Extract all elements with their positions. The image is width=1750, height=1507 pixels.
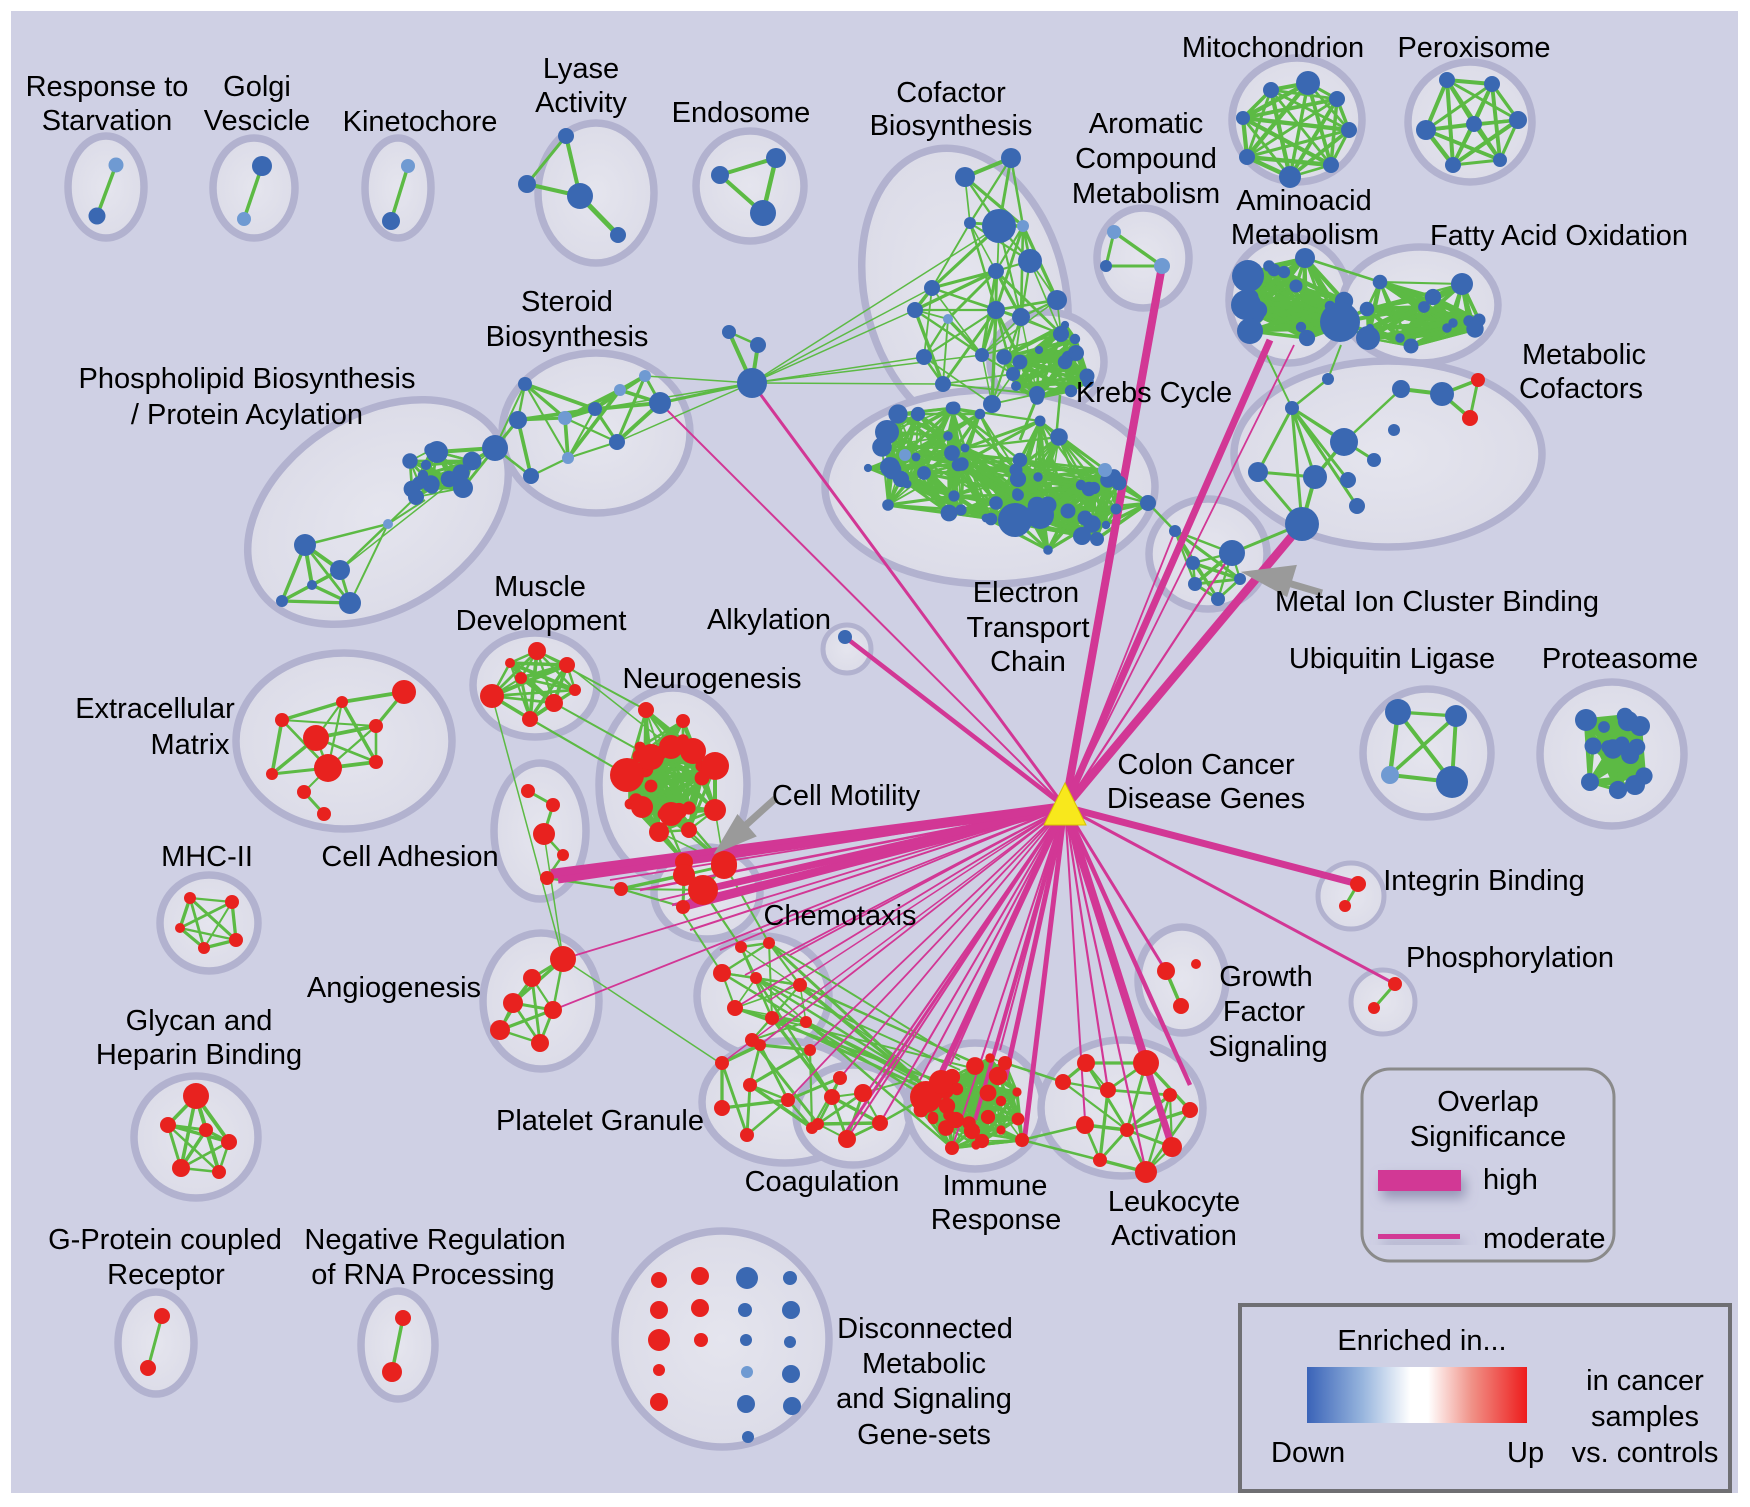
svg-text:Vescicle: Vescicle: [204, 105, 310, 137]
svg-text:Significance: Significance: [1410, 1121, 1566, 1153]
svg-text:Cell Motility: Cell Motility: [772, 780, 921, 812]
svg-text:Colon Cancer: Colon Cancer: [1117, 749, 1295, 781]
svg-text:Coagulation: Coagulation: [745, 1166, 900, 1198]
svg-text:Starvation: Starvation: [42, 105, 173, 137]
svg-text:Receptor: Receptor: [107, 1259, 225, 1291]
svg-text:and Signaling: and Signaling: [836, 1383, 1012, 1415]
svg-text:Disease Genes: Disease Genes: [1107, 783, 1305, 815]
svg-text:Development: Development: [456, 605, 627, 637]
svg-text:Biosynthesis: Biosynthesis: [870, 110, 1033, 142]
svg-text:Golgi: Golgi: [223, 71, 291, 103]
svg-text:Matrix: Matrix: [151, 729, 230, 761]
svg-text:Down: Down: [1271, 1437, 1345, 1469]
svg-text:Electron: Electron: [973, 577, 1079, 609]
svg-text:moderate: moderate: [1483, 1223, 1606, 1255]
svg-text:samples: samples: [1591, 1401, 1699, 1433]
svg-text:Activation: Activation: [1111, 1220, 1237, 1252]
svg-text:Aminoacid: Aminoacid: [1236, 185, 1371, 217]
svg-text:Neurogenesis: Neurogenesis: [623, 663, 802, 695]
svg-text:Platelet Granule: Platelet Granule: [496, 1105, 704, 1137]
svg-text:Cell Adhesion: Cell Adhesion: [321, 841, 498, 873]
svg-text:Heparin Binding: Heparin Binding: [96, 1039, 302, 1071]
svg-text:Extracellular: Extracellular: [75, 693, 235, 725]
svg-text:Up: Up: [1507, 1437, 1544, 1469]
svg-text:Lyase: Lyase: [543, 53, 619, 85]
svg-text:Krebs Cycle: Krebs Cycle: [1076, 377, 1232, 409]
svg-text:Ubiquitin Ligase: Ubiquitin Ligase: [1289, 643, 1495, 675]
svg-text:of RNA Processing: of RNA Processing: [311, 1259, 554, 1291]
svg-text:Response to: Response to: [26, 71, 189, 103]
svg-text:Metabolism: Metabolism: [1231, 219, 1379, 251]
svg-text:Metabolic: Metabolic: [1522, 339, 1646, 371]
svg-text:Compound: Compound: [1075, 143, 1217, 175]
svg-text:high: high: [1483, 1164, 1538, 1196]
svg-text:Glycan and: Glycan and: [126, 1005, 273, 1037]
svg-text:in cancer: in cancer: [1586, 1365, 1704, 1397]
svg-text:Cofactor: Cofactor: [896, 77, 1006, 109]
svg-text:Transport: Transport: [966, 612, 1089, 644]
svg-text:Chain: Chain: [990, 646, 1066, 678]
svg-text:Kinetochore: Kinetochore: [343, 106, 498, 138]
svg-text:Gene-sets: Gene-sets: [857, 1419, 991, 1451]
svg-text:MHC-II: MHC-II: [161, 841, 253, 873]
svg-text:Overlap: Overlap: [1437, 1086, 1539, 1118]
svg-text:G-Protein coupled: G-Protein coupled: [48, 1224, 282, 1256]
svg-text:Metabolism: Metabolism: [1072, 178, 1220, 210]
svg-text:Alkylation: Alkylation: [707, 604, 831, 636]
svg-text:Proteasome: Proteasome: [1542, 643, 1698, 675]
svg-text:Metabolic: Metabolic: [862, 1348, 986, 1380]
svg-text:Peroxisome: Peroxisome: [1397, 32, 1550, 64]
svg-text:Endosome: Endosome: [672, 97, 811, 129]
svg-text:/ Protein Acylation: / Protein Acylation: [131, 399, 363, 431]
svg-text:Phosphorylation: Phosphorylation: [1406, 942, 1614, 974]
svg-text:Activity: Activity: [535, 87, 627, 119]
svg-text:Immune: Immune: [943, 1170, 1048, 1202]
svg-text:Muscle: Muscle: [494, 571, 586, 603]
svg-text:Response: Response: [931, 1204, 1062, 1236]
svg-text:vs. controls: vs. controls: [1572, 1437, 1719, 1469]
svg-text:Chemotaxis: Chemotaxis: [763, 900, 916, 932]
svg-text:Enriched in...: Enriched in...: [1337, 1325, 1506, 1357]
svg-text:Disconnected: Disconnected: [837, 1313, 1013, 1345]
svg-text:Angiogenesis: Angiogenesis: [307, 972, 481, 1004]
svg-text:Integrin Binding: Integrin Binding: [1383, 865, 1585, 897]
svg-text:Fatty Acid Oxidation: Fatty Acid Oxidation: [1430, 220, 1688, 252]
svg-text:Cofactors: Cofactors: [1519, 373, 1643, 405]
svg-text:Mitochondrion: Mitochondrion: [1182, 32, 1364, 64]
svg-text:Biosynthesis: Biosynthesis: [486, 321, 649, 353]
svg-text:Growth: Growth: [1219, 961, 1312, 993]
svg-text:Metal Ion Cluster Binding: Metal Ion Cluster Binding: [1275, 586, 1599, 618]
svg-text:Phospholipid Biosynthesis: Phospholipid Biosynthesis: [79, 363, 416, 395]
svg-text:Negative Regulation: Negative Regulation: [304, 1224, 565, 1256]
svg-text:Aromatic: Aromatic: [1089, 108, 1203, 140]
svg-text:Steroid: Steroid: [521, 286, 613, 318]
svg-text:Signaling: Signaling: [1208, 1031, 1327, 1063]
svg-text:Factor: Factor: [1223, 996, 1306, 1028]
svg-text:Leukocyte: Leukocyte: [1108, 1186, 1240, 1218]
